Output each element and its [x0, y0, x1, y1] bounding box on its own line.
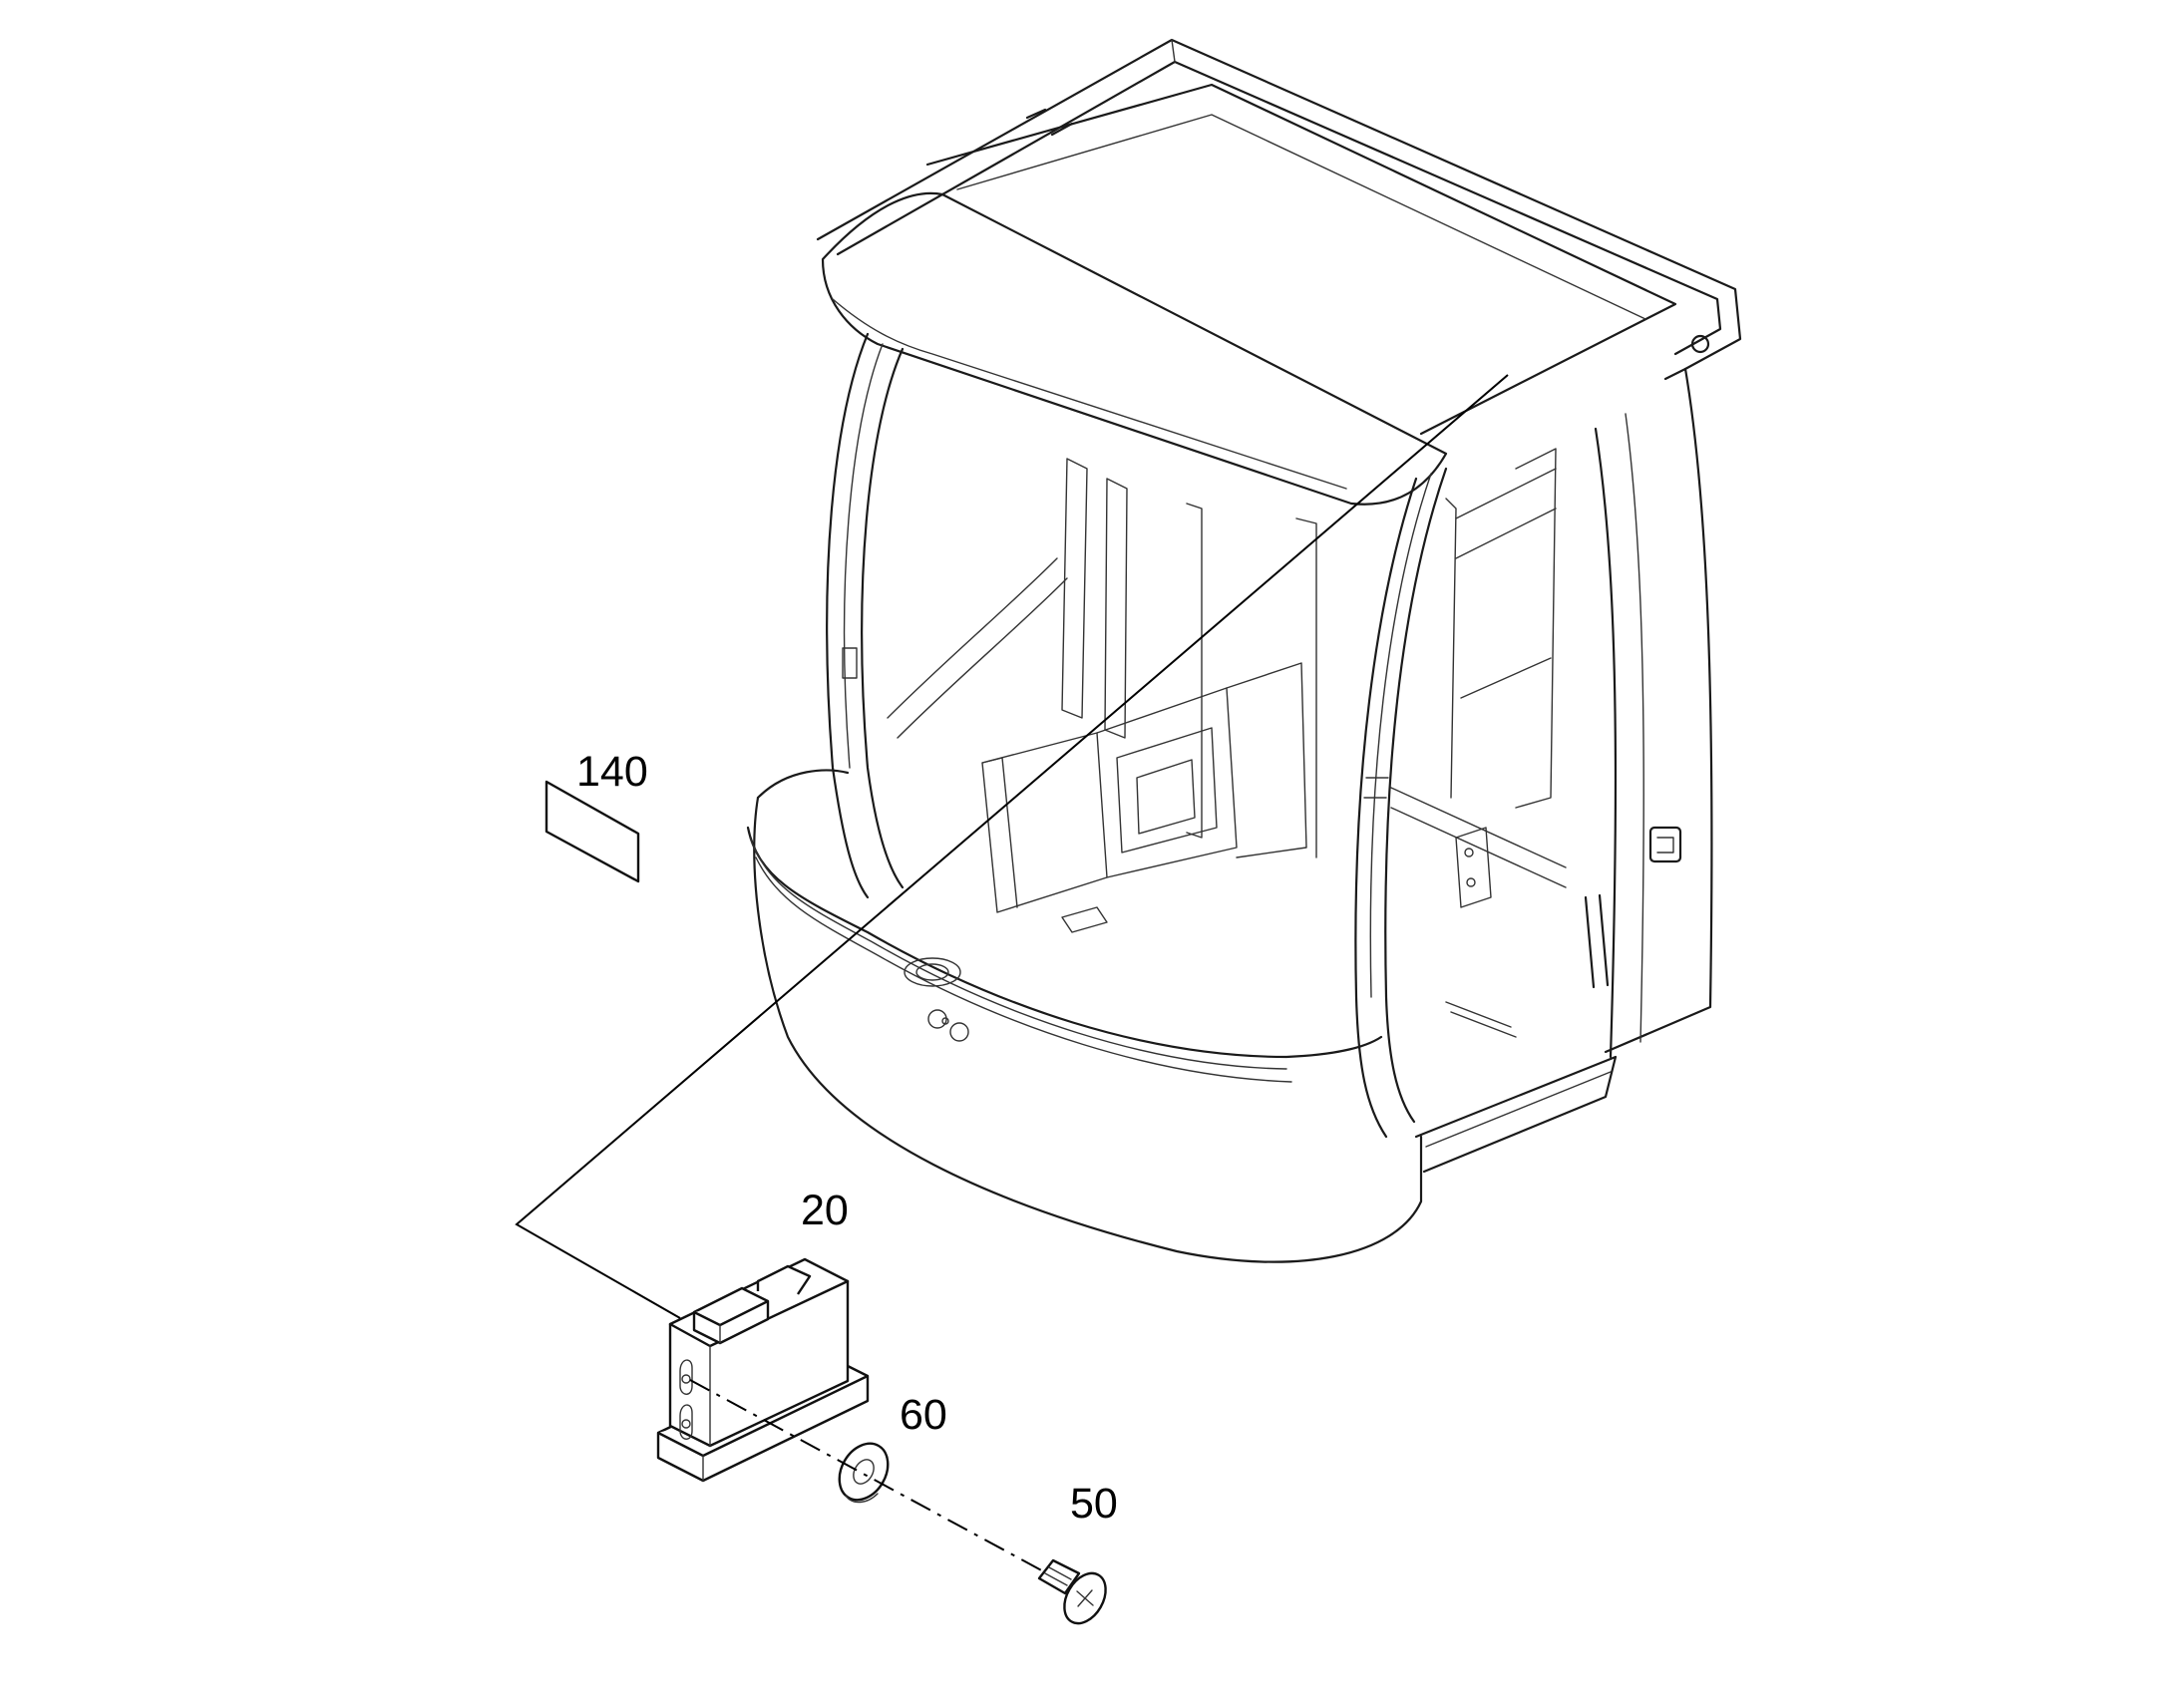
controller-part-20: [656, 1257, 870, 1483]
callout-20: 20: [801, 1187, 849, 1234]
decal-part-140: [545, 780, 640, 883]
right-front-pillar: [1354, 467, 1448, 1139]
cab-lower-body: [746, 769, 1618, 1263]
callout-50: 50: [1070, 1480, 1118, 1528]
side-door: [1584, 367, 1713, 1059]
assembly-axis-screw: [689, 1379, 1048, 1574]
roof-rail: [816, 38, 1742, 371]
front-visor: [821, 191, 1448, 506]
cab-interior: [887, 448, 1567, 1038]
callout-60: 60: [900, 1391, 947, 1439]
operator-cab: [746, 38, 1742, 1263]
left-front-pillar: [826, 332, 905, 899]
callout-labels: 140 20 60 50: [576, 748, 1118, 1528]
screw-part-50: [1037, 1558, 1107, 1625]
roof-panel: [925, 83, 1677, 436]
leader-lines: [515, 374, 1509, 1574]
callout-140: 140: [576, 748, 648, 796]
washer-part-60: [838, 1442, 890, 1504]
assembly-line-controller: [515, 374, 1509, 1319]
